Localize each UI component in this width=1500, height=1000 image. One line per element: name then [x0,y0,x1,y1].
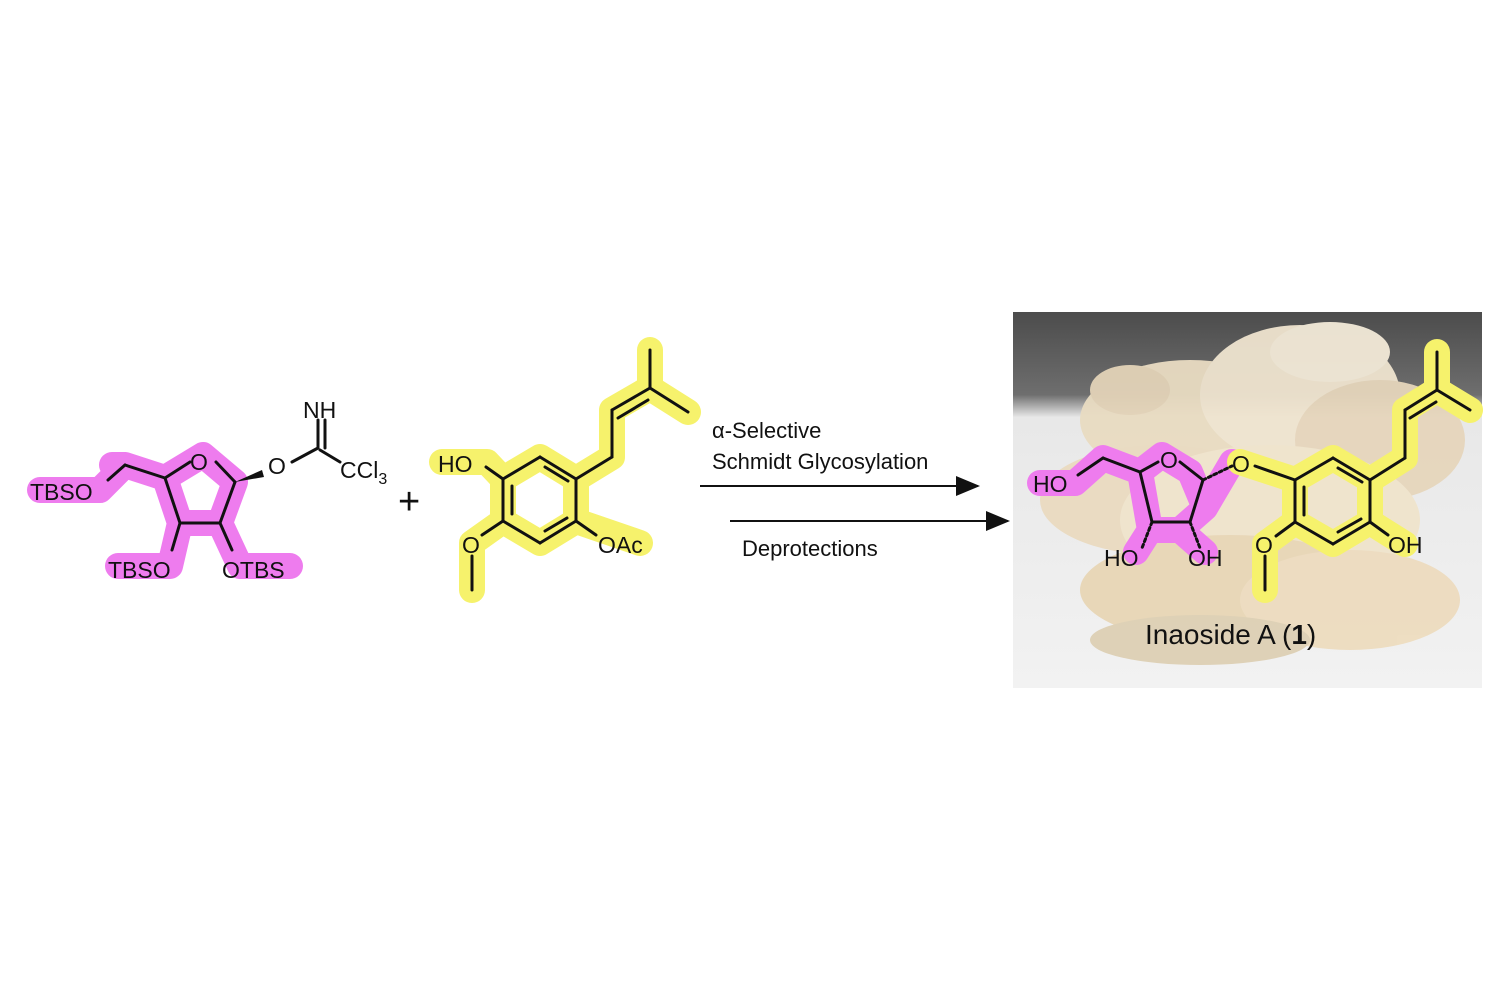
product-ho-ch2-label: HO [1033,471,1068,497]
condition-schmidt-glycosylation: Schmidt Glycosylation [712,449,928,474]
reactant-glycosyl-donor: TBSO O O NH CCl3 TBSO OTBS [27,397,387,583]
nh-label: NH [303,397,336,423]
product-name-suffix: ) [1307,619,1316,650]
product-bonds [1076,350,1472,592]
ccl3-subscript: 3 [378,471,387,488]
plus-sign: + [398,481,420,523]
acceptor-ome-oxygen-label: O [462,532,480,558]
ring-oxygen-label: O [190,449,208,475]
ccl3-label: CCl3 [340,457,387,488]
product-number: 1 [1291,619,1307,650]
product-ring-oxygen-label: O [1160,447,1178,473]
product-link-oxygen-label: O [1232,451,1250,477]
product-oh-aryl-label: OH [1388,532,1423,558]
product-ome-oxygen-label: O [1255,532,1273,558]
acceptor-bonds [470,348,690,592]
ccl-text: CCl [340,457,378,483]
product-panel: HO O O HO OH O OH Inaoside A (1) [1013,312,1483,688]
product-name-prefix: Inaoside A ( [1145,619,1292,650]
otbs-label: OTBS [222,557,285,583]
tbso-label-top: TBSO [30,479,93,505]
donor-bonds [106,418,342,552]
condition-deprotections: Deprotections [742,536,878,561]
reaction-conditions: α-Selective Schmidt Glycosylation Deprot… [700,418,1010,561]
product-oh-c2-label: OH [1188,545,1223,571]
tbso-label-bottom: TBSO [108,557,171,583]
acceptor-oac-label: OAc [598,532,643,558]
product-name: Inaoside A (1) [1145,619,1316,650]
condition-alpha-selective: α-Selective [712,418,821,443]
donor-highlight [27,442,303,579]
reactant-glycosyl-acceptor: HO O OAc [429,337,701,603]
link-oxygen-label: O [268,453,286,479]
product-ho-c3-label: HO [1104,545,1139,571]
acceptor-ho-label: HO [438,451,473,477]
